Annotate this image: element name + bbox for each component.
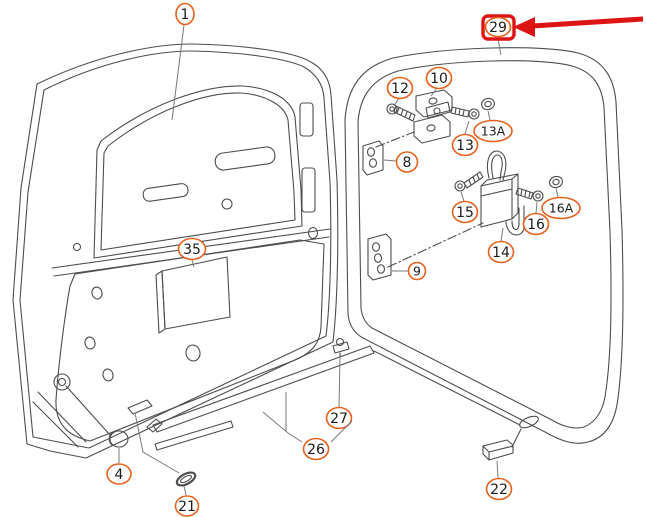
callout-21[interactable]: 21 — [134, 412, 200, 517]
mount-plate-8-drawing — [362, 140, 384, 176]
hinge-bracket-drawing — [413, 89, 453, 144]
svg-text:35: 35 — [183, 242, 201, 258]
svg-text:29: 29 — [489, 20, 507, 36]
door-seal-drawing — [344, 47, 624, 444]
callout-26[interactable]: 26 — [262, 392, 353, 461]
insulation-pad-drawing — [155, 256, 231, 334]
callout-14[interactable]: 14 — [487, 227, 515, 264]
callout-35[interactable]: 35 — [177, 237, 207, 268]
callout-16A[interactable]: 16A — [541, 187, 581, 220]
screw-13-drawing — [450, 106, 480, 120]
svg-text:13A: 13A — [481, 124, 506, 139]
callout-4[interactable]: 4 — [106, 448, 132, 485]
check-centerline — [387, 222, 484, 268]
callout-8[interactable]: 8 — [383, 151, 419, 173]
svg-text:4: 4 — [115, 467, 124, 483]
svg-text:16A: 16A — [549, 201, 574, 216]
svg-text:15: 15 — [456, 205, 474, 221]
svg-text:27: 27 — [330, 411, 348, 427]
callout-10[interactable]: 10 — [425, 66, 453, 97]
callout-12[interactable]: 12 — [386, 76, 414, 107]
svg-text:10: 10 — [430, 71, 448, 87]
sill-strip-drawing — [146, 345, 375, 451]
hinge-centerline — [375, 131, 415, 148]
clip-drawing — [332, 337, 350, 357]
mount-plate-9-drawing — [367, 233, 392, 281]
callout-22[interactable]: 22 — [485, 460, 513, 501]
callout-13[interactable]: 13 — [451, 120, 479, 157]
door-panel-drawing — [12, 43, 339, 459]
screw-16-drawing — [515, 187, 544, 202]
callout-27[interactable]: 27 — [325, 356, 353, 430]
highlight-arrow — [513, 16, 644, 37]
callout-1[interactable]: 1 — [171, 2, 195, 121]
svg-text:8: 8 — [403, 155, 412, 171]
svg-text:1: 1 — [181, 7, 190, 23]
callout-13A[interactable]: 13A — [473, 110, 513, 143]
svg-text:16: 16 — [527, 217, 545, 233]
svg-text:14: 14 — [492, 245, 510, 261]
washer-13A-drawing — [481, 97, 495, 111]
svg-text:21: 21 — [178, 499, 196, 515]
washer-16A-drawing — [549, 175, 563, 189]
screw-12-drawing — [386, 103, 416, 122]
door-check-drawing — [480, 150, 525, 236]
gasket-ring-drawing — [175, 471, 197, 487]
svg-text:12: 12 — [391, 81, 409, 97]
svg-text:13: 13 — [456, 138, 474, 154]
svg-text:9: 9 — [413, 264, 421, 279]
svg-text:26: 26 — [307, 442, 325, 458]
plug-drawing — [108, 430, 129, 448]
callout-16[interactable]: 16 — [522, 201, 550, 236]
end-cap-drawing — [482, 428, 522, 461]
svg-text:22: 22 — [490, 482, 508, 498]
callout-29-highlighted[interactable]: 29 — [481, 14, 516, 56]
callout-9[interactable]: 9 — [392, 261, 427, 281]
callout-15[interactable]: 15 — [451, 191, 479, 224]
screw-15-drawing — [454, 171, 484, 192]
